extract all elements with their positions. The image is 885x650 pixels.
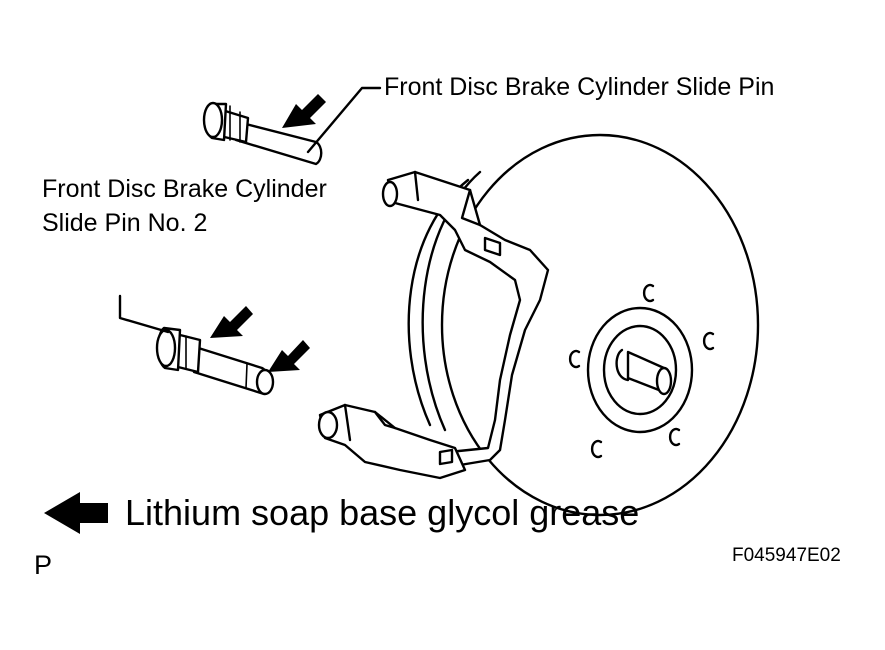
caliper-bracket — [317, 170, 550, 480]
corner-code: P — [34, 550, 52, 580]
slide-pin-no2-label-line1: Front Disc Brake Cylinder — [42, 175, 327, 203]
slide-pin-upper — [202, 101, 323, 166]
grease-arrow-icon — [268, 340, 310, 372]
legend-text: Lithium soap base glycol grease — [125, 492, 639, 533]
leader-lines — [118, 86, 382, 334]
wheel-hub — [568, 283, 715, 459]
left-arrow-icon — [44, 492, 108, 534]
slide-pin-no2-label-line2: Slide Pin No. 2 — [42, 209, 207, 237]
slide-pin-label: Front Disc Brake Cylinder Slide Pin — [384, 73, 774, 101]
grease-arrows — [210, 94, 326, 372]
grease-arrow-icon — [210, 306, 253, 338]
lug-holes — [568, 283, 715, 459]
grease-arrow-icon — [282, 94, 326, 128]
slide-pin-no2 — [155, 326, 275, 396]
figure-code: F045947E02 — [732, 545, 841, 566]
legend: Lithium soap base glycol grease — [44, 492, 639, 534]
